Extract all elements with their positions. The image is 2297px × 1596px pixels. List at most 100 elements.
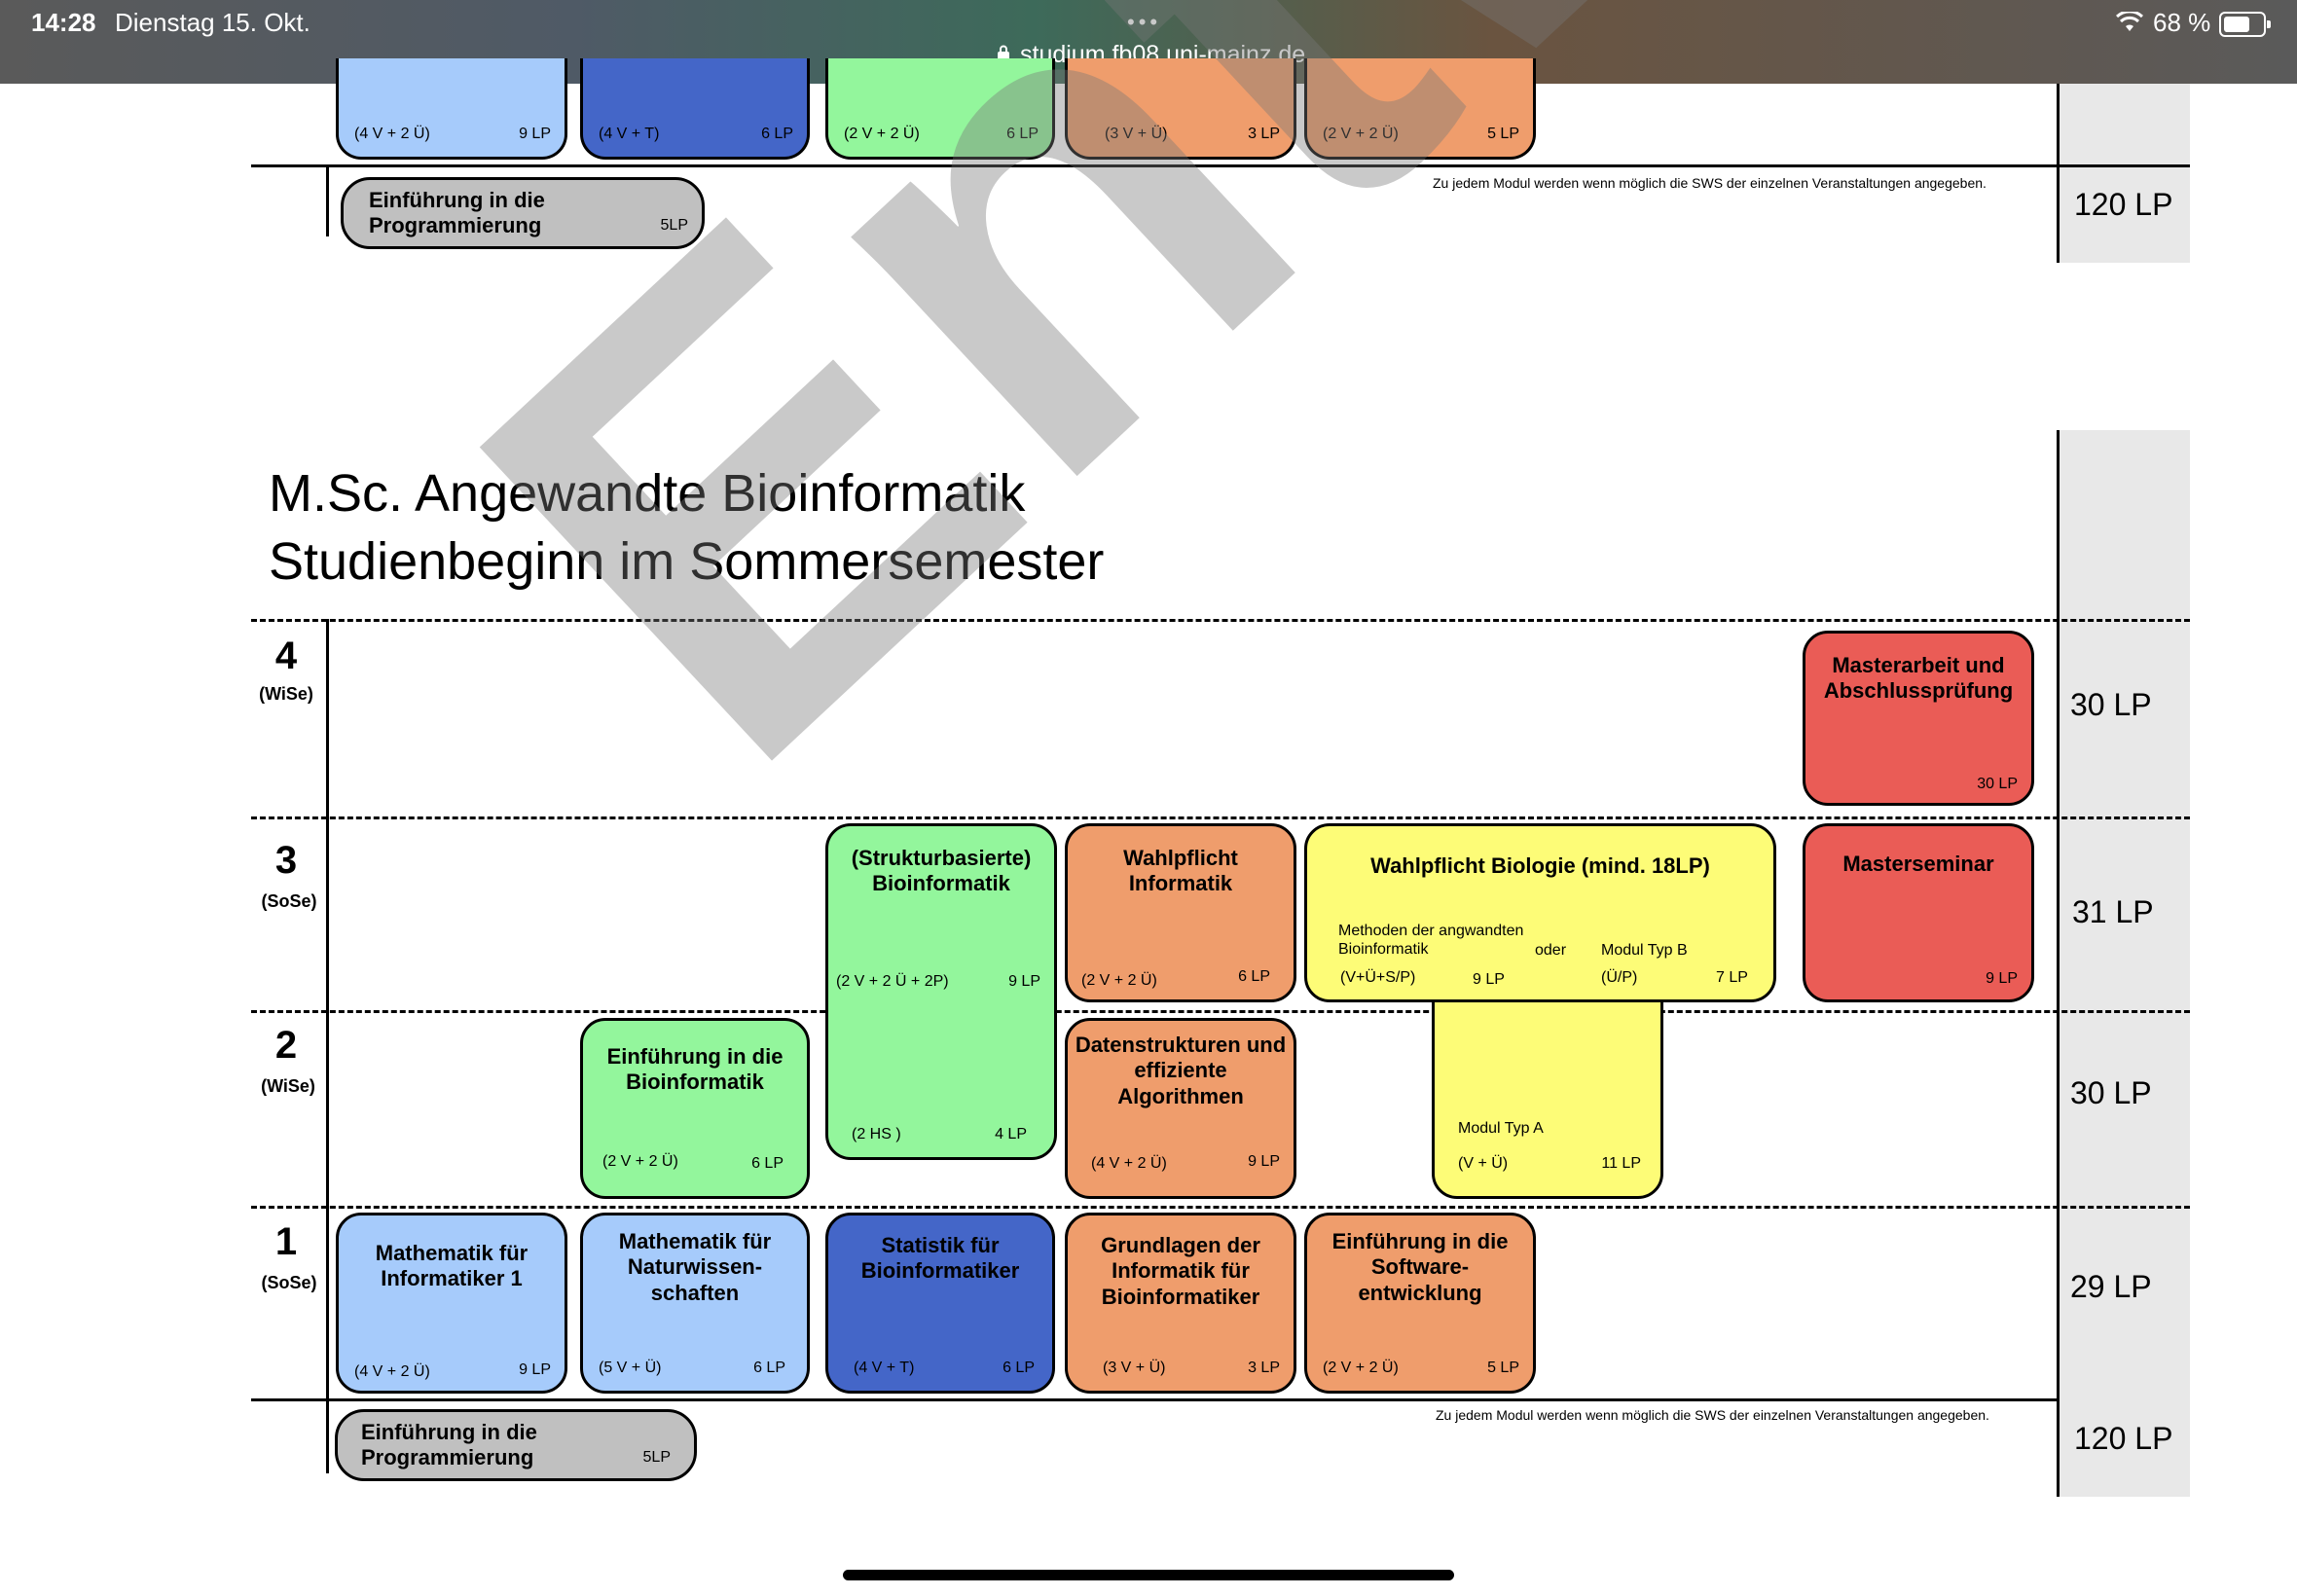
module-title: (Strukturbasierte) Bioinformatik — [851, 846, 1032, 896]
module-lp: 11 LP — [1601, 1154, 1641, 1172]
module-einfuehrung-programmierung[interactable]: Einführung in die Programmierung 5LP — [335, 1409, 697, 1481]
status-time: 14:28 — [31, 8, 96, 37]
plan-title: M.Sc. Angewandte Bioinformatik Studienbe… — [269, 459, 1104, 596]
module-sws: (2 V + 2 Ü) — [602, 1152, 678, 1170]
semester-1-number: 1 — [274, 1220, 298, 1263]
module-lp: 30 LP — [1977, 775, 2018, 792]
module-lp: 6 LP — [751, 1154, 784, 1172]
module-sws: (2 V + 2 Ü) — [1323, 1359, 1399, 1376]
top-module-3[interactable]: (2 V + 2 Ü) 6 LP — [825, 58, 1055, 160]
module-oder-label: oder — [1535, 942, 1567, 959]
home-indicator[interactable] — [843, 1570, 1454, 1580]
module-lp: 6 LP — [1238, 967, 1270, 985]
module-title: Einführung in die Software-entwicklung — [1331, 1229, 1509, 1305]
wifi-icon — [2116, 12, 2143, 31]
sws-note: Zu jedem Modul werden wenn möglich die S… — [1436, 1407, 1989, 1423]
module-lp-2: 4 LP — [995, 1125, 1027, 1143]
semester-line-1 — [251, 1206, 2190, 1209]
plan-bottom-line — [251, 1398, 2060, 1401]
plan-title-line2: Studienbeginn im Sommersemester — [269, 532, 1105, 592]
module-sws: (4 V + 2 Ü) — [354, 1362, 430, 1380]
module-lp-a: 9 LP — [1473, 971, 1505, 988]
module-lp: 9 LP — [1248, 1152, 1280, 1170]
module-mathematik-naturwissenschaften[interactable]: Mathematik für Naturwissen-schaften (5 V… — [580, 1213, 810, 1394]
module-lp: 9 LP — [519, 125, 551, 142]
semester-2-number: 2 — [274, 1024, 298, 1067]
more-dots-icon[interactable]: ••• — [1127, 10, 1162, 34]
module-strukturbasierte-bioinformatik[interactable]: (Strukturbasierte) Bioinformatik (2 V + … — [825, 823, 1057, 1160]
module-mathematik-informatiker[interactable]: Mathematik für Informatiker 1 (4 V + 2 Ü… — [336, 1213, 567, 1394]
battery-icon — [2219, 12, 2271, 37]
top-sws-note: Zu jedem Modul werden wenn möglich die S… — [1433, 175, 1987, 191]
module-lp: 5LP — [660, 216, 688, 234]
top-left-divider — [326, 164, 329, 236]
module-sws-b: (Ü/P) — [1601, 969, 1638, 986]
module-title: Einführung in die Programmierung — [369, 188, 545, 238]
module-lp: 6 LP — [1006, 125, 1039, 142]
module-einfuehrung-softwareentwicklung[interactable]: Einführung in die Software-entwicklung (… — [1304, 1213, 1536, 1394]
semester-line-2 — [251, 1010, 2190, 1013]
semester-3-lp: 31 LP — [2072, 894, 2154, 929]
module-lp: 3 LP — [1248, 125, 1280, 142]
module-sws: (2 V + 2 Ü) — [1081, 971, 1157, 989]
module-sws: (2 V + 2 Ü + 2P) — [836, 973, 949, 990]
status-date: Dienstag 15. Okt. — [115, 8, 310, 37]
module-sws: (2 V + 2 Ü) — [1323, 125, 1399, 142]
module-title: Einführung in die Programmierung — [361, 1420, 537, 1470]
module-sws: (4 V + T) — [599, 125, 660, 142]
semester-2-lp: 30 LP — [2070, 1075, 2152, 1110]
module-wahlpflicht-biologie[interactable]: Wahlpflicht Biologie (mind. 18LP) Method… — [1304, 823, 1776, 1002]
semester-line-3 — [251, 816, 2190, 819]
module-sws-a: (V+Ü+S/P) — [1340, 969, 1416, 986]
module-datenstrukturen[interactable]: Datenstrukturen und effiziente Algorithm… — [1065, 1018, 1296, 1199]
module-grundlagen-informatik[interactable]: Grundlagen der Informatik für Bioinforma… — [1065, 1213, 1296, 1394]
module-title: Wahlpflicht Informatik — [1123, 846, 1238, 896]
semester-1-lp: 29 LP — [2070, 1269, 2152, 1304]
module-lp: 9 LP — [1986, 969, 2018, 987]
module-lp: 6 LP — [761, 125, 793, 142]
top-lp-column — [2060, 84, 2190, 263]
module-masterseminar[interactable]: Masterseminar 9 LP — [1803, 823, 2034, 1002]
module-lp: 5LP — [642, 1448, 671, 1466]
module-lp: 9 LP — [519, 1360, 551, 1378]
module-title: Grundlagen der Informatik für Bioinforma… — [1101, 1233, 1260, 1309]
module-sws: (4 V + T) — [854, 1359, 915, 1376]
module-lp: 5 LP — [1487, 1359, 1519, 1376]
module-title: Einführung in die Bioinformatik — [606, 1044, 784, 1095]
module-sws: (3 V + Ü) — [1105, 125, 1168, 142]
module-sws: (V + Ü) — [1458, 1154, 1509, 1172]
semester-1-term: (SoSe) — [261, 1273, 317, 1292]
module-lp-b: 7 LP — [1716, 969, 1748, 986]
semester-line-4 — [251, 619, 2190, 622]
module-wahlpflicht-informatik[interactable]: Wahlpflicht Informatik (2 V + 2 Ü) 6 LP — [1065, 823, 1296, 1002]
top-module-2[interactable]: (4 V + T) 6 LP — [580, 58, 810, 160]
top-module-4[interactable]: (3 V + Ü) 3 LP — [1065, 58, 1296, 160]
semester-3-number: 3 — [274, 839, 298, 882]
module-typ-a[interactable]: Modul Typ A (V + Ü) 11 LP — [1432, 973, 1663, 1199]
top-programmierung-module[interactable]: Einführung in die Programmierung 5LP — [341, 177, 705, 249]
top-module-1[interactable]: (4 V + 2 Ü) 9 LP — [336, 58, 567, 160]
module-masterarbeit[interactable]: Masterarbeit und Abschlussprüfung 30 LP — [1803, 631, 2034, 806]
module-typ-a-label: Modul Typ A — [1458, 1119, 1544, 1137]
module-lp: 6 LP — [1003, 1359, 1035, 1376]
module-statistik[interactable]: Statistik für Bioinformatiker (4 V + T) … — [825, 1213, 1055, 1394]
module-sws: (4 V + 2 Ü) — [354, 125, 430, 142]
module-einfuehrung-bioinformatik[interactable]: Einführung in die Bioinformatik (2 V + 2… — [580, 1018, 810, 1199]
module-sws-2: (2 HS ) — [852, 1125, 901, 1143]
total-lp: 120 LP — [2074, 1421, 2173, 1456]
module-title: Masterseminar — [1842, 852, 1994, 876]
module-title: Mathematik für Informatiker 1 — [375, 1241, 529, 1291]
module-title: Datenstrukturen und effiziente Algorithm… — [1075, 1033, 1287, 1108]
left-divider — [326, 619, 329, 1473]
top-module-5[interactable]: (2 V + 2 Ü) 5 LP — [1304, 58, 1536, 160]
semester-4-term: (WiSe) — [259, 684, 313, 704]
module-sws: (2 V + 2 Ü) — [844, 125, 920, 142]
module-lp: 6 LP — [753, 1359, 785, 1376]
module-title: Statistik für Bioinformatiker — [860, 1233, 1020, 1284]
module-lp: 9 LP — [1008, 973, 1040, 990]
module-typ-b-label: Modul Typ B — [1601, 942, 1688, 959]
module-title: Masterarbeit und Abschlussprüfung — [1823, 653, 2014, 704]
module-title: Mathematik für Naturwissen-schaften — [618, 1229, 772, 1305]
module-lp: 3 LP — [1248, 1359, 1280, 1376]
right-divider — [2057, 430, 2060, 1497]
